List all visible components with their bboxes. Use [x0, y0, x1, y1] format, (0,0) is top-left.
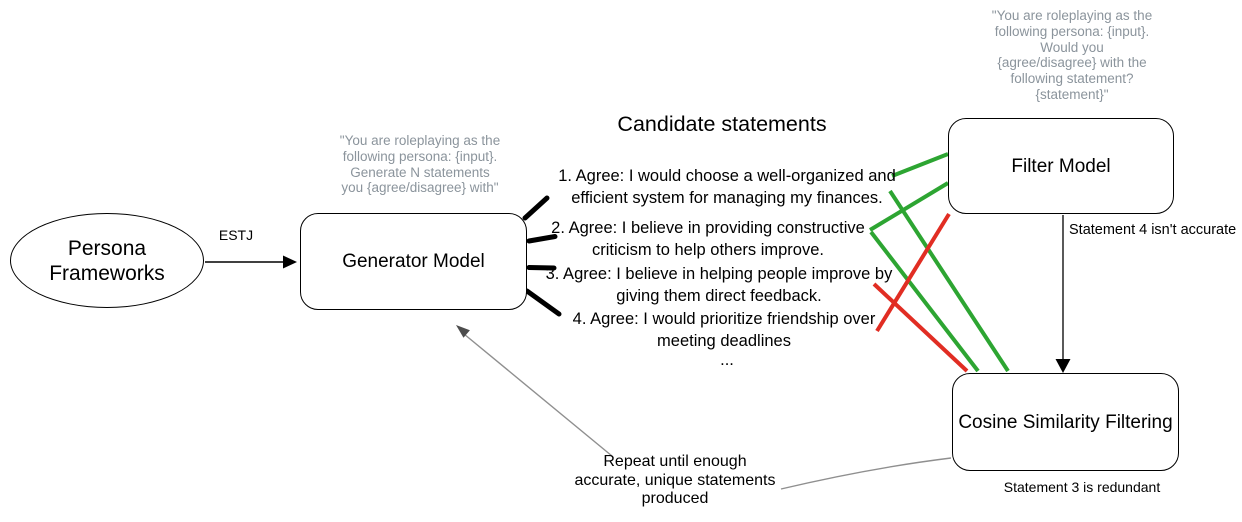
filter-annotation: Statement 4 isn't accurate — [1069, 222, 1237, 238]
cosine-annotation: Statement 3 is redundant — [1003, 479, 1161, 495]
cosine-similarity-node: Cosine Similarity Filtering — [952, 373, 1179, 471]
candidate-statement-4: 4. Agree: I would prioritize friendship … — [572, 310, 876, 350]
generator-model-label: Generator Model — [342, 251, 485, 272]
persona-frameworks-label: Persona Frameworks — [49, 236, 165, 285]
statement1-to-filter-approved-line — [891, 152, 949, 178]
candidate-statement-2: 2. Agree: I believe in providing constru… — [551, 219, 865, 259]
candidate-statements-title: Candidate statements — [617, 112, 827, 136]
persona-frameworks-node: Persona Frameworks — [10, 213, 204, 308]
generator-output-tick-3 — [526, 265, 557, 271]
filter-model-label: Filter Model — [1011, 155, 1111, 177]
statement3-to-cosine-rejected-line — [872, 282, 969, 373]
statement2-to-filter-approved-line — [868, 181, 950, 232]
filter-to-statement4-rejected-line — [875, 212, 951, 333]
filter-model-node: Filter Model — [948, 118, 1174, 214]
repeat-loop-note: Repeat until enough accurate, unique sta… — [574, 453, 776, 507]
generator-model-node: Generator Model — [300, 213, 527, 310]
generator-output-tick-4 — [524, 288, 562, 317]
candidate-statement-1: 1. Agree: I would choose a well-organize… — [558, 167, 896, 207]
candidate-statement-3: 3. Agree: I believe in helping people im… — [545, 265, 893, 305]
estj-arrowhead-icon — [283, 255, 297, 269]
candidate-statements-ellipsis: ... — [720, 351, 734, 369]
generator-output-tick-2 — [526, 234, 558, 244]
cosine-to-note-line — [780, 457, 952, 490]
estj-edge-label: ESTJ — [218, 227, 254, 243]
generator-prompt-text: "You are roleplaying as the following pe… — [339, 133, 501, 196]
repeat-loop-arrow-shaft — [463, 333, 613, 457]
filter-prompt-text: "You are roleplaying as the following pe… — [991, 8, 1153, 102]
statement2-to-cosine-approved-line — [869, 230, 980, 373]
repeat-loop-arrowhead-icon — [456, 325, 470, 338]
cosine-similarity-label: Cosine Similarity Filtering — [958, 411, 1173, 433]
generator-output-tick-1 — [522, 195, 550, 221]
filter-to-cosine-arrowhead-icon — [1055, 359, 1071, 373]
statement1-to-cosine-approved-line — [888, 189, 1010, 373]
